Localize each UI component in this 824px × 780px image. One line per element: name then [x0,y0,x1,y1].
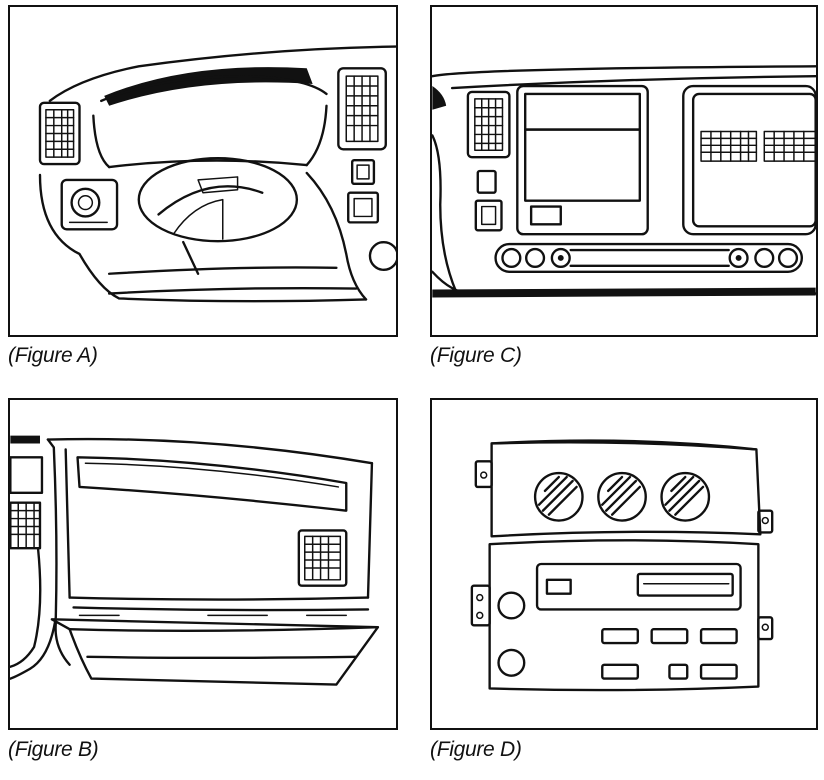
figure-a-caption: (Figure A) [8,344,98,367]
figure-a-panel [8,5,398,337]
figure-c-panel [430,5,818,337]
figure-b-panel [8,398,398,730]
knob-2-icon [597,471,647,522]
figure-b-caption: (Figure B) [8,738,99,761]
knob-1-icon [533,471,584,522]
figure-b-illustration [10,435,380,686]
figure-d-panel [430,398,818,730]
figure-d-illustration [470,439,774,692]
knob-3-icon [660,471,711,522]
figure-d-caption: (Figure D) [430,738,522,761]
figure-a-illustration [38,45,396,303]
figure-c-caption: (Figure C) [430,344,522,367]
figure-c-illustration [432,65,816,298]
